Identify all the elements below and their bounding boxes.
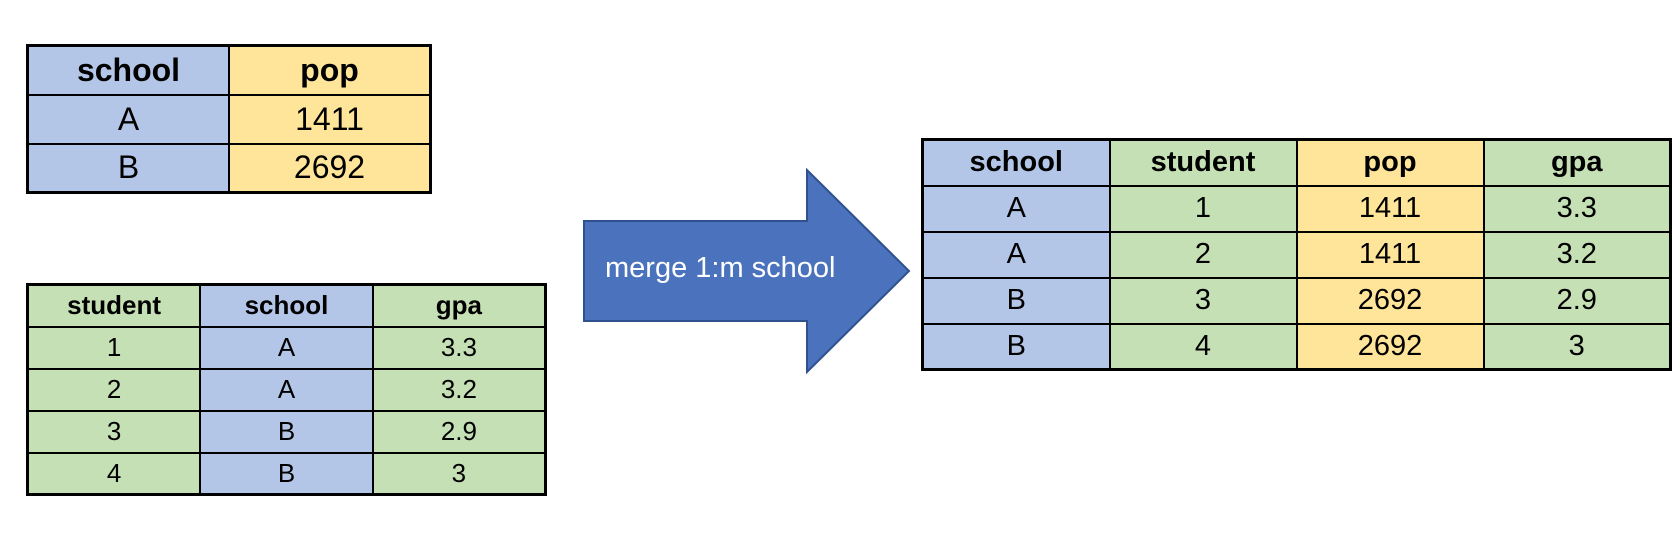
students-table: student school gpa 1 A 3.3 2 A 3.2 3 B 2… bbox=[26, 283, 547, 496]
table-cell: A bbox=[26, 93, 230, 145]
table-row: A 1 1411 3.3 bbox=[921, 184, 1672, 233]
table-cell: 2692 bbox=[1295, 276, 1485, 325]
table-cell: A bbox=[921, 184, 1111, 233]
column-header-school: school bbox=[921, 138, 1111, 187]
table-header-row: student school gpa bbox=[26, 283, 547, 328]
right-arrow-icon bbox=[583, 168, 911, 374]
table-cell: 2.9 bbox=[371, 409, 547, 454]
table-cell: 1411 bbox=[1295, 230, 1485, 279]
table-row: B 3 2692 2.9 bbox=[921, 276, 1672, 325]
column-header-gpa: gpa bbox=[371, 283, 547, 328]
table-row: A 2 1411 3.2 bbox=[921, 230, 1672, 279]
table-cell: 2 bbox=[26, 367, 202, 412]
column-header-school: school bbox=[199, 283, 374, 328]
table-cell: A bbox=[199, 325, 374, 370]
table-header-row: school student pop gpa bbox=[921, 138, 1672, 187]
table-cell: 4 bbox=[1108, 322, 1298, 371]
schools-table: school pop A 1411 B 2692 bbox=[26, 44, 432, 194]
merge-arrow-label: merge 1:m school bbox=[605, 252, 836, 284]
column-header-student: student bbox=[26, 283, 202, 328]
column-header-school: school bbox=[26, 44, 230, 96]
table-cell: 3 bbox=[26, 409, 202, 454]
column-header-student: student bbox=[1108, 138, 1298, 187]
table-cell: 1 bbox=[26, 325, 202, 370]
table-cell: B bbox=[199, 451, 374, 496]
table-cell: 3.2 bbox=[1482, 230, 1672, 279]
table-cell: 3.3 bbox=[1482, 184, 1672, 233]
table-cell: 3 bbox=[1108, 276, 1298, 325]
table-cell: A bbox=[921, 230, 1111, 279]
table-cell: B bbox=[199, 409, 374, 454]
table-cell: 2692 bbox=[1295, 322, 1485, 371]
column-header-pop: pop bbox=[1295, 138, 1485, 187]
table-cell: B bbox=[26, 142, 230, 194]
table-cell: 2.9 bbox=[1482, 276, 1672, 325]
column-header-gpa: gpa bbox=[1482, 138, 1672, 187]
table-row: 2 A 3.2 bbox=[26, 367, 547, 412]
table-cell: 4 bbox=[26, 451, 202, 496]
table-row: B 2692 bbox=[26, 142, 432, 194]
table-row: 3 B 2.9 bbox=[26, 409, 547, 454]
table-row: 1 A 3.3 bbox=[26, 325, 547, 370]
merged-table: school student pop gpa A 1 1411 3.3 A 2 … bbox=[921, 138, 1672, 371]
table-header-row: school pop bbox=[26, 44, 432, 96]
table-cell: 3 bbox=[371, 451, 547, 496]
table-row: B 4 2692 3 bbox=[921, 322, 1672, 371]
table-cell: 3.3 bbox=[371, 325, 547, 370]
table-cell: 1 bbox=[1108, 184, 1298, 233]
merge-arrow: merge 1:m school bbox=[583, 168, 911, 374]
column-header-pop: pop bbox=[228, 44, 432, 96]
table-cell: A bbox=[199, 367, 374, 412]
table-cell: B bbox=[921, 322, 1111, 371]
table-cell: 1411 bbox=[1295, 184, 1485, 233]
table-cell: 2692 bbox=[228, 142, 432, 194]
table-cell: 1411 bbox=[228, 93, 432, 145]
table-cell: 2 bbox=[1108, 230, 1298, 279]
table-cell: 3 bbox=[1482, 322, 1672, 371]
table-cell: B bbox=[921, 276, 1111, 325]
table-row: A 1411 bbox=[26, 93, 432, 145]
table-cell: 3.2 bbox=[371, 367, 547, 412]
table-row: 4 B 3 bbox=[26, 451, 547, 496]
